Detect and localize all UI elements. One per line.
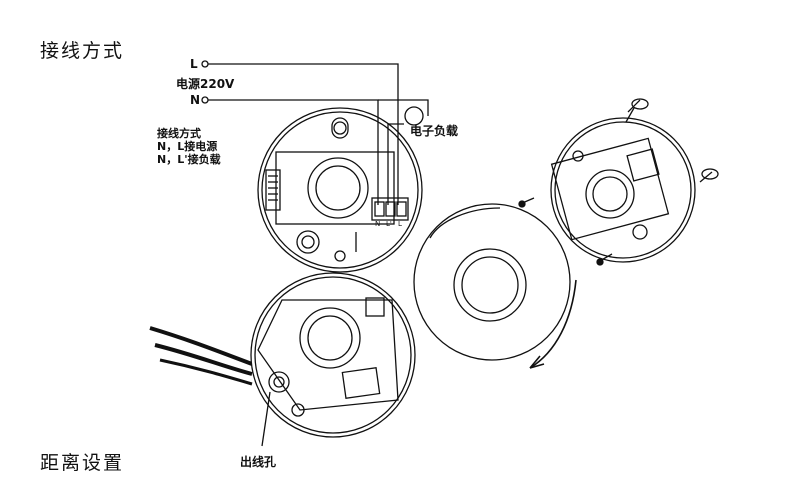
sensor-housing-3 — [550, 117, 696, 263]
neutral-terminal-dot — [201, 96, 209, 104]
sensor-screw-view — [518, 98, 719, 266]
bracket — [365, 297, 385, 317]
terminal-label-n: N — [375, 220, 381, 228]
board-frame-3 — [550, 137, 670, 241]
cover-lens-ring — [453, 248, 527, 322]
terminal-block-2 — [341, 367, 381, 399]
neutral-label: N — [190, 93, 201, 107]
lens-3 — [585, 169, 635, 219]
terminal-block — [371, 197, 409, 221]
board-frame — [275, 151, 395, 225]
cable-hole-label: 出线孔 — [240, 455, 277, 469]
line-wire — [208, 63, 399, 205]
board-frame-2 — [257, 299, 399, 411]
adjust-knob-2 — [291, 403, 305, 417]
dip-connector — [265, 169, 281, 211]
sensor-cable-view — [149, 272, 416, 447]
lens — [307, 157, 369, 219]
screw-hole — [334, 250, 346, 262]
cable-wire-1 — [149, 326, 253, 366]
adjust-knob-3 — [632, 224, 648, 240]
sensor-housing — [257, 107, 423, 273]
rotate-arrow — [529, 279, 577, 369]
adjust-knob — [296, 230, 320, 254]
line-label: L — [190, 57, 198, 71]
wiring-note-1: 接线方式 — [157, 127, 201, 140]
section-wiring-title: 接线方式 — [40, 40, 125, 62]
section-distance-title: 距离设置 — [40, 452, 125, 474]
wiring-note-3: N，L'接负载 — [157, 153, 221, 166]
mounting-slot — [331, 117, 349, 139]
load-symbol — [404, 106, 424, 126]
load-label: 电子负载 — [410, 124, 459, 138]
terminal-label-l-prime: L' — [386, 220, 392, 228]
sensor-wiring-view — [257, 107, 423, 273]
screw-1 — [625, 99, 641, 123]
wiring-lines — [201, 60, 429, 205]
power-label: 电源220V — [176, 77, 235, 91]
cable-hole-pointer — [261, 391, 271, 447]
cover-outer — [413, 203, 571, 361]
sensor-housing-2 — [250, 272, 416, 438]
cable-wire-2 — [154, 343, 253, 376]
sensor-cover — [413, 203, 577, 369]
terminal-block-3 — [626, 148, 660, 182]
cable-hole — [268, 371, 290, 393]
cable-wire-3 — [159, 358, 253, 386]
lens-2 — [299, 307, 361, 369]
wiring-note-2: N，L接电源 — [157, 140, 218, 153]
screw-2 — [699, 171, 713, 183]
terminal-label-l: L — [398, 220, 402, 228]
load-wire-neutral — [378, 99, 429, 116]
line-terminal-dot — [201, 60, 209, 68]
